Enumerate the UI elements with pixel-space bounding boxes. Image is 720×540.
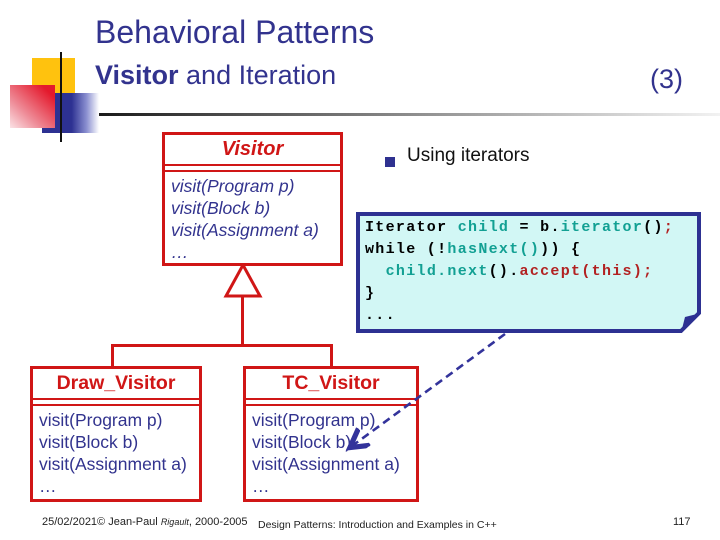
code-line: while (!hasNext())) { <box>365 241 582 258</box>
logo-red-square <box>10 85 55 128</box>
slide-title: Behavioral Patterns <box>95 14 375 50</box>
class-box-tc-visitor: TC_Visitor visit(Program p)visit(Block b… <box>243 366 419 502</box>
logo-crosshair-line <box>60 52 62 142</box>
class-method: visit(Program p) <box>171 176 295 196</box>
class-method: visit(Program p) <box>252 410 376 430</box>
class-method: … <box>39 476 57 496</box>
uml-compartment-separator <box>246 398 416 406</box>
connector-line <box>241 296 244 345</box>
class-method: visit(Assignment a) <box>39 454 187 474</box>
class-method: visit(Assignment a) <box>252 454 400 474</box>
class-method: visit(Block b) <box>252 432 352 452</box>
class-method: … <box>171 242 189 262</box>
class-method: visit(Program p) <box>39 410 163 430</box>
uml-compartment-separator <box>33 398 199 406</box>
code-line: child.next().accept(this); <box>385 263 654 280</box>
slide-subtitle-emphasis: Visitor <box>95 60 179 90</box>
class-box-draw-visitor: Draw_Visitor visit(Program p)visit(Block… <box>30 366 202 502</box>
bullet-square-icon <box>385 157 395 167</box>
class-method-list: visit(Program p)visit(Block b)visit(Assi… <box>165 172 340 263</box>
class-method-list: visit(Program p)visit(Block b)visit(Assi… <box>246 406 416 497</box>
slide-subtitle: Visitor and Iteration <box>95 60 336 91</box>
code-lines: Iterator child = b.iterator(); while (!ha… <box>365 217 674 327</box>
dashed-arrow-icon <box>340 332 506 458</box>
class-method: visit(Assignment a) <box>171 220 319 240</box>
code-line: } <box>365 285 376 302</box>
class-title: Draw_Visitor <box>56 372 176 394</box>
uml-compartment-separator <box>165 164 340 172</box>
class-title: Visitor <box>221 138 284 160</box>
folded-corner-icon <box>682 314 697 329</box>
class-method-list: visit(Program p)visit(Block b)visit(Assi… <box>33 406 199 497</box>
class-method: visit(Block b) <box>39 432 139 452</box>
class-method: … <box>252 476 270 496</box>
header-divider-rule <box>35 113 720 116</box>
connector-line <box>111 344 333 347</box>
class-title: TC_Visitor <box>282 372 380 394</box>
footer-course-title: Design Patterns: Introduction and Exampl… <box>258 519 497 531</box>
footer-page-number: 117 <box>673 516 691 528</box>
class-method: visit(Block b) <box>171 198 271 218</box>
connector-line <box>111 345 114 368</box>
slide-index: (3) <box>650 64 683 94</box>
bullet-label: Using iterators <box>407 145 530 166</box>
footer-copyright: 25/02/2021© Jean-Paul Rigault, 2000-2005 <box>42 516 248 528</box>
class-box-visitor: Visitor visit(Program p)visit(Block b)vi… <box>162 132 343 266</box>
connector-line <box>330 345 333 368</box>
footer-years: , 2000-2005 <box>188 516 248 528</box>
footer-date: 25/02/2021© Jean-Paul <box>42 516 161 528</box>
slide-subtitle-rest: and Iteration <box>178 60 337 90</box>
code-line: ... <box>365 307 396 324</box>
footer-author-name: Rigault <box>160 517 189 527</box>
inheritance-triangle-icon <box>223 263 263 298</box>
code-line: Iterator child = b.iterator(); <box>365 219 675 236</box>
code-callout <box>356 212 701 333</box>
